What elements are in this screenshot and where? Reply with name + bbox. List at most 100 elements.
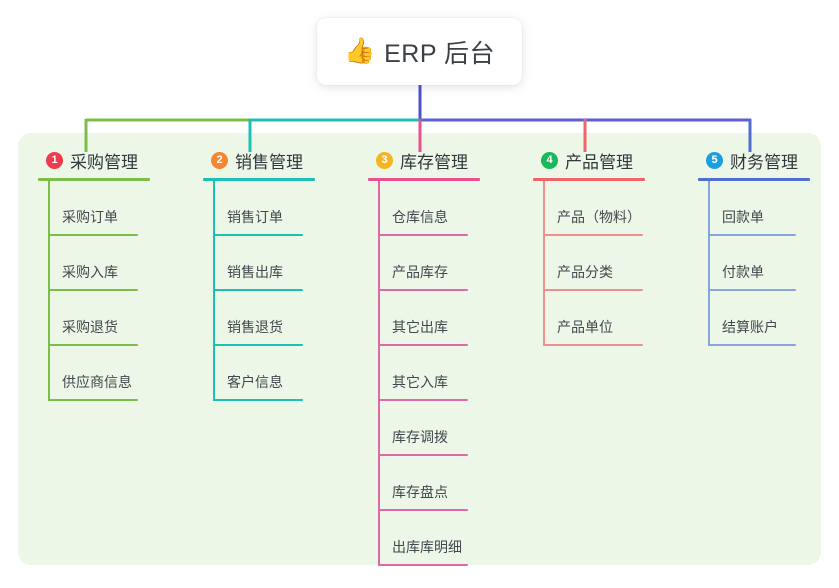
branch-item[interactable]: 采购入库 xyxy=(38,236,188,291)
branch-item[interactable]: 产品库存 xyxy=(368,236,518,291)
root-title: ERP 后台 xyxy=(384,39,496,68)
branch-item-rule xyxy=(708,234,796,236)
branch-item[interactable]: 产品（物料） xyxy=(533,181,683,236)
branch-item-rule xyxy=(378,564,468,566)
branch-item[interactable]: 结算账户 xyxy=(698,291,839,346)
branch-item-label: 库存调拨 xyxy=(392,429,448,445)
branch-number-badge: 1 xyxy=(46,151,63,169)
branch-item[interactable]: 产品分类 xyxy=(533,236,683,291)
branch-item-label: 采购订单 xyxy=(62,209,118,225)
branch-title: 库存管理 xyxy=(400,152,468,172)
branch-item[interactable]: 采购退货 xyxy=(38,291,188,346)
branch-spine xyxy=(708,181,710,346)
branch-item-label: 产品分类 xyxy=(557,264,613,280)
branch-item[interactable]: 采购订单 xyxy=(38,181,188,236)
branch-column-3: 3 库存管理仓库信息产品库存其它出库其它入库库存调拨库存盘点出库库明细 xyxy=(368,148,518,566)
branch-item[interactable]: 库存盘点 xyxy=(368,456,518,511)
branch-item-label: 产品库存 xyxy=(392,264,448,280)
branch-item-label: 采购入库 xyxy=(62,264,118,280)
branch-column-4: 4 产品管理产品（物料） 产品分类产品单位 xyxy=(533,148,683,346)
branch-item-rule xyxy=(48,399,138,401)
branch-item-label: 采购退货 xyxy=(62,319,118,335)
branch-item-label: 产品（物料） xyxy=(557,209,641,225)
branch-item-rule xyxy=(543,289,643,291)
branch-item-label: 销售退货 xyxy=(227,319,283,335)
branch-title: 产品管理 xyxy=(565,152,633,172)
branch-item-rule xyxy=(708,344,796,346)
branch-item[interactable]: 其它出库 xyxy=(368,291,518,346)
branch-spine xyxy=(213,181,215,401)
branch-item[interactable]: 出库库明细 xyxy=(368,511,518,566)
branch-item[interactable]: 库存调拨 xyxy=(368,401,518,456)
branch-item-rule xyxy=(48,234,138,236)
branch-item-label: 出库库明细 xyxy=(392,539,462,555)
root-node[interactable]: 👍 ERP 后台 xyxy=(317,18,522,85)
branch-item-rule xyxy=(378,509,468,511)
branch-header-2[interactable]: 2 销售管理 xyxy=(203,148,353,172)
branch-column-2: 2 销售管理销售订单销售出库销售退货客户信息 xyxy=(203,148,353,401)
branch-header-rule xyxy=(203,178,315,181)
branch-title: 销售管理 xyxy=(235,152,303,172)
branch-item-list: 回款单付款单结算账户 xyxy=(698,181,839,346)
branch-item-label: 付款单 xyxy=(722,264,764,280)
branch-item-label: 仓库信息 xyxy=(392,209,448,225)
branch-item-rule xyxy=(378,234,468,236)
branch-header-rule xyxy=(698,178,810,181)
branch-header-rule xyxy=(38,178,150,181)
branch-item-rule xyxy=(213,344,303,346)
branch-header-1[interactable]: 1 采购管理 xyxy=(38,148,188,172)
branch-item[interactable]: 销售退货 xyxy=(203,291,353,346)
branch-item-rule xyxy=(708,289,796,291)
branch-item[interactable]: 销售出库 xyxy=(203,236,353,291)
branch-item-list: 采购订单采购入库采购退货供应商信息 xyxy=(38,181,188,401)
branch-item-label: 客户信息 xyxy=(227,374,283,390)
branch-item[interactable]: 客户信息 xyxy=(203,346,353,401)
branch-item[interactable]: 供应商信息 xyxy=(38,346,188,401)
branch-item-rule xyxy=(213,289,303,291)
branch-header-3[interactable]: 3 库存管理 xyxy=(368,148,518,172)
branch-item-rule xyxy=(48,344,138,346)
branch-number-badge: 4 xyxy=(541,151,558,169)
branch-column-5: 5 财务管理回款单付款单结算账户 xyxy=(698,148,839,346)
branch-item[interactable]: 销售订单 xyxy=(203,181,353,236)
branch-item[interactable]: 付款单 xyxy=(698,236,839,291)
branch-item-list: 产品（物料） 产品分类产品单位 xyxy=(533,181,683,346)
branch-panel xyxy=(18,133,821,565)
branch-item[interactable]: 回款单 xyxy=(698,181,839,236)
branch-number-badge: 2 xyxy=(211,151,228,169)
branch-header-5[interactable]: 5 财务管理 xyxy=(698,148,839,172)
branch-spine xyxy=(48,181,50,401)
branch-item-list: 销售订单销售出库销售退货客户信息 xyxy=(203,181,353,401)
branch-header-rule xyxy=(368,178,480,181)
branch-item-rule xyxy=(543,234,643,236)
branch-item-label: 其它入库 xyxy=(392,374,448,390)
branch-number-badge: 5 xyxy=(706,151,723,169)
branch-header-rule xyxy=(533,178,645,181)
branch-item-rule xyxy=(213,234,303,236)
thumbs-up-icon: 👍 xyxy=(343,37,376,65)
branch-title: 财务管理 xyxy=(730,152,798,172)
branch-item-rule xyxy=(378,399,468,401)
branch-item-list: 仓库信息产品库存其它出库其它入库库存调拨库存盘点出库库明细 xyxy=(368,181,518,566)
branch-header-4[interactable]: 4 产品管理 xyxy=(533,148,683,172)
branch-item-label: 销售订单 xyxy=(227,209,283,225)
branch-spine xyxy=(543,181,545,346)
branch-item-label: 产品单位 xyxy=(557,319,613,335)
branch-item-label: 回款单 xyxy=(722,209,764,225)
branch-title: 采购管理 xyxy=(70,152,138,172)
branch-item-label: 库存盘点 xyxy=(392,484,448,500)
branch-item[interactable]: 仓库信息 xyxy=(368,181,518,236)
branch-item-label: 结算账户 xyxy=(722,319,778,335)
branch-number-badge: 3 xyxy=(376,151,393,169)
branch-item-label: 其它出库 xyxy=(392,319,448,335)
branch-item-rule xyxy=(48,289,138,291)
branch-spine xyxy=(378,181,380,566)
branch-column-1: 1 采购管理采购订单采购入库采购退货供应商信息 xyxy=(38,148,188,401)
branch-item-label: 供应商信息 xyxy=(62,374,132,390)
branch-item-rule xyxy=(378,289,468,291)
branch-item[interactable]: 产品单位 xyxy=(533,291,683,346)
branch-item-rule xyxy=(213,399,303,401)
branch-item-rule xyxy=(378,344,468,346)
branch-item[interactable]: 其它入库 xyxy=(368,346,518,401)
